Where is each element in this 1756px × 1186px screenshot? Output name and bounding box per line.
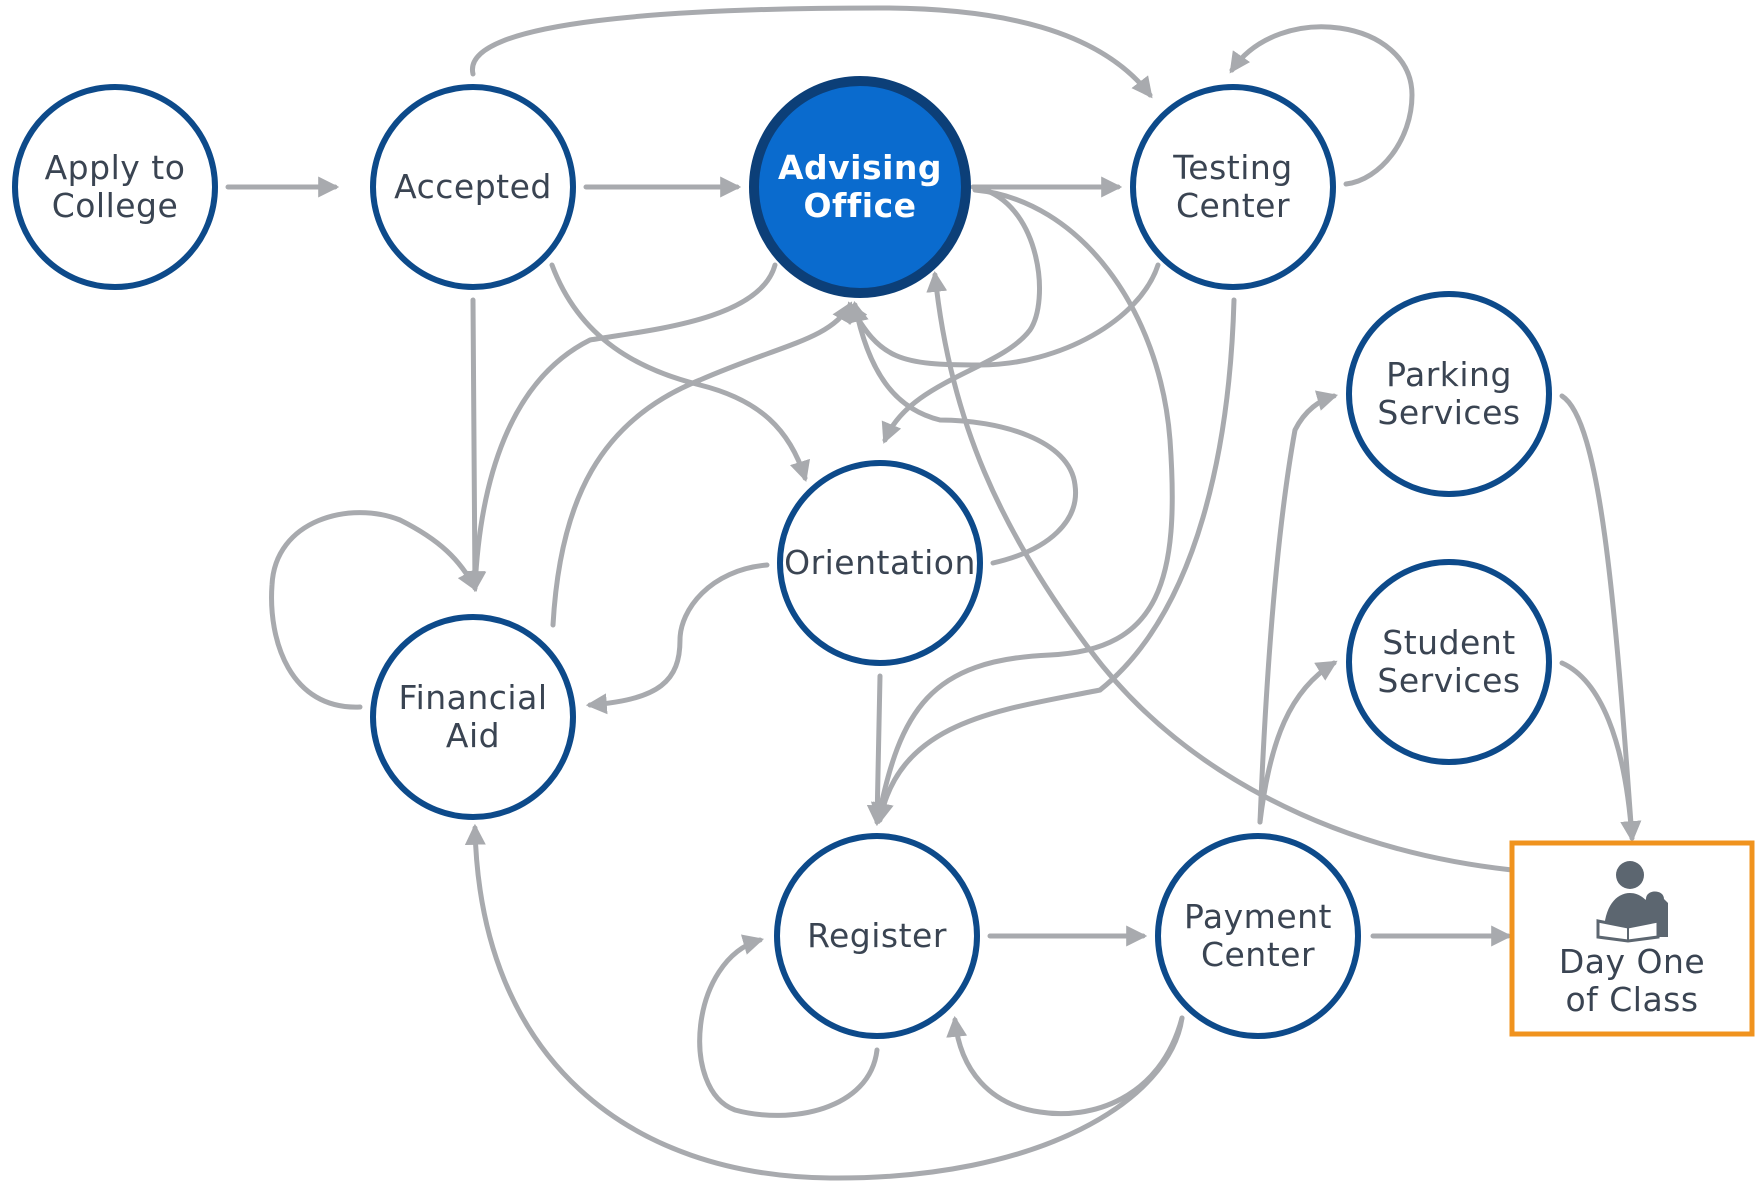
- node-apply-circle: [12, 84, 218, 290]
- edge-testing-to-register: [873, 297, 1237, 825]
- node-apply-label-1: College: [52, 186, 179, 225]
- node-student-label-1: Services: [1377, 661, 1520, 700]
- edge-parking-to-dayone: [1559, 393, 1642, 843]
- node-accepted-circle: [370, 84, 576, 290]
- edge-finaid-to-finaid: [269, 510, 478, 710]
- edge-advising-to-register: [871, 187, 1175, 825]
- edge-advising-to-orientation: [881, 187, 1042, 444]
- node-register: Register: [774, 833, 980, 1039]
- edge-student-to-dayone: [1559, 660, 1642, 843]
- node-testing-label-0: Testing: [1172, 148, 1293, 187]
- node-advising-label-1: Office: [803, 186, 916, 225]
- node-student-circle: [1346, 559, 1552, 765]
- edge-orientation-to-finaid: [585, 562, 770, 715]
- edge-advising-to-finaid: [465, 262, 778, 593]
- node-student-label-0: Student: [1382, 623, 1515, 662]
- node-parking-circle: [1346, 291, 1552, 497]
- node-testing-circle: [1130, 84, 1336, 290]
- node-orientation: Orientation: [777, 460, 983, 666]
- node-parking-label-1: Services: [1377, 393, 1520, 432]
- node-advising-label-0: Advising: [778, 148, 942, 187]
- node-payment-circle: [1155, 833, 1361, 1039]
- node-payment-label-0: Payment: [1184, 897, 1332, 936]
- edge-accepted-to-testing: [470, 5, 1153, 99]
- node-finaid-circle: [370, 614, 576, 820]
- edge-payment-to-parking: [1257, 390, 1339, 825]
- node-register-circle: [774, 833, 980, 1039]
- edges-layer: [225, 5, 1642, 1181]
- student-with-book-and-backpack-icon: [1596, 861, 1668, 943]
- edge-accepted-to-finaid: [464, 297, 486, 593]
- node-dayone-label-1: of Class: [1565, 980, 1698, 1019]
- node-accepted: Accepted: [370, 84, 576, 290]
- node-dayone-label-0: Day One: [1559, 942, 1705, 981]
- node-finaid-label-0: Financial: [398, 678, 547, 717]
- node-orientation-circle: [777, 460, 983, 666]
- node-apply-label-0: Apply to: [45, 148, 186, 187]
- edge-orientation-to-register: [866, 673, 888, 827]
- edge-finaid-to-advising: [550, 301, 853, 628]
- edge-testing-to-advising: [847, 262, 1161, 368]
- edge-testing-to-testing: [1229, 24, 1415, 187]
- edge-register-to-register: [697, 934, 880, 1118]
- edge-payment-to-register: [946, 1015, 1185, 1117]
- node-finaid-label-1: Aid: [446, 716, 500, 755]
- node-advising-circle: [749, 76, 971, 298]
- node-testing-label-1: Center: [1176, 186, 1290, 225]
- edge-payment-to-finaid: [464, 823, 1185, 1181]
- node-payment-label-1: Center: [1201, 935, 1315, 974]
- edge-dayone-to-advising: [926, 270, 1515, 873]
- edge-accepted-to-orientation: [549, 262, 811, 483]
- edge-orientation-to-advising: [848, 300, 1079, 566]
- node-orientation-label-0: Orientation: [784, 543, 976, 582]
- node-register-label-0: Register: [807, 916, 947, 955]
- node-accepted-label-0: Accepted: [394, 167, 552, 206]
- node-parking-label-0: Parking: [1386, 355, 1512, 394]
